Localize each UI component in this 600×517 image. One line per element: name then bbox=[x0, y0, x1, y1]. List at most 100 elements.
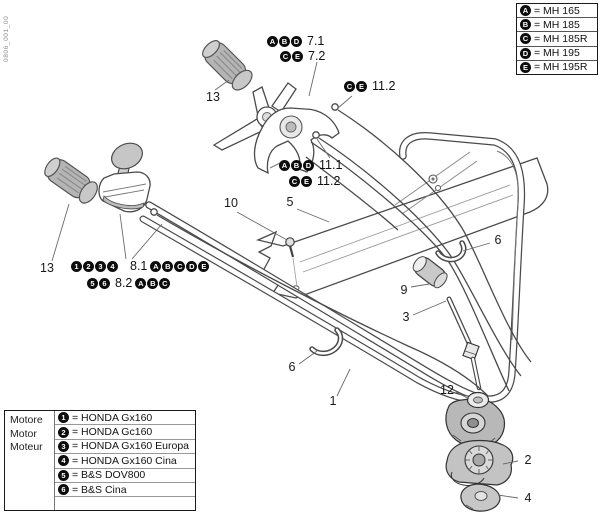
leader-lines bbox=[51, 61, 519, 499]
variant-badge: E bbox=[198, 260, 210, 272]
label-grip-top: 13 bbox=[206, 90, 220, 104]
model-badge: B bbox=[520, 19, 531, 31]
variant-badge: D bbox=[291, 35, 302, 47]
model-label: = MH 165 bbox=[534, 4, 580, 17]
engine-badge: 6 bbox=[58, 484, 69, 496]
model-badge: D bbox=[520, 47, 531, 59]
engine-legend-row: 2 = HONDA Gc160 bbox=[55, 425, 195, 440]
support-base-part bbox=[445, 439, 514, 486]
label-rod: 3 bbox=[402, 310, 410, 324]
model-legend-row: A = MH 165 bbox=[517, 4, 597, 19]
engine-badge: 5 bbox=[58, 469, 69, 481]
variant-badge: D bbox=[186, 260, 198, 272]
engine-legend-row-empty bbox=[55, 497, 195, 510]
engine-label: = B&S Cina bbox=[72, 483, 127, 496]
engine-legend-row: 5 = B&S DOV800 bbox=[55, 469, 195, 483]
model-legend: A = MH 165 B = MH 185 C = MH 185R D = MH… bbox=[516, 3, 598, 75]
part-ref: 7.1 bbox=[307, 34, 325, 48]
variant-badge: E bbox=[356, 80, 367, 92]
engine-legend-row: 6 = B&S Cina bbox=[55, 483, 195, 498]
variant-badge: C bbox=[344, 80, 355, 92]
engine-legend-title-line: Moteur bbox=[10, 441, 43, 453]
model-label: = MH 195R bbox=[534, 61, 588, 74]
label-bolt: 10 bbox=[224, 196, 238, 210]
engine-legend-title-line: Motore bbox=[10, 414, 43, 426]
cable-clamp-right bbox=[435, 240, 467, 263]
engine-label: = HONDA Gx160 Cina bbox=[72, 454, 177, 467]
variant-badge: A bbox=[267, 35, 278, 47]
tube-mount-bracket bbox=[445, 397, 506, 448]
engine-badge: 1 bbox=[71, 260, 82, 272]
model-legend-row: D = MH 195 bbox=[517, 47, 597, 61]
model-label: = MH 185 bbox=[534, 18, 580, 31]
model-badge: C bbox=[520, 33, 531, 45]
bolt-part bbox=[285, 237, 298, 288]
engine-legend-row: 3 = HONDA Gx160 Europa bbox=[55, 440, 195, 455]
variant-badge: D bbox=[303, 159, 314, 171]
handlebar-tube bbox=[139, 132, 526, 404]
callout-lever-row1: 1 2 3 4 8.1 A B C D E bbox=[71, 259, 210, 273]
model-legend-row: B = MH 185 bbox=[517, 18, 597, 33]
engine-label: = B&S DOV800 bbox=[72, 469, 146, 482]
drawing-number: 0806_001_00 bbox=[3, 15, 10, 62]
label-cover: 4 bbox=[524, 491, 532, 505]
part-ref: 8.1 bbox=[130, 259, 148, 273]
label-washer: 12 bbox=[440, 383, 454, 397]
label-clamp-left: 6 bbox=[288, 360, 296, 374]
cover-part bbox=[460, 483, 501, 512]
engine-badge: 4 bbox=[107, 260, 118, 272]
engine-label: = HONDA Gx160 bbox=[72, 411, 153, 424]
part-ref: 11.2 bbox=[372, 79, 396, 93]
engine-badge: 4 bbox=[58, 455, 69, 467]
callout-throttle-row1: A B D 7.1 bbox=[267, 34, 326, 48]
engine-legend-row: 1 = HONDA Gx160 bbox=[55, 411, 195, 426]
engine-badge: 2 bbox=[58, 426, 69, 438]
part-ref: 11.1 bbox=[319, 158, 343, 172]
callout-lever-row2: 5 6 8.2 A B C bbox=[87, 276, 171, 290]
variant-badge: C bbox=[159, 277, 171, 289]
throttle-lever-assembly bbox=[212, 82, 340, 175]
variant-badge: A bbox=[279, 159, 290, 171]
label-grip-left: 13 bbox=[40, 261, 54, 275]
model-badge: E bbox=[520, 61, 531, 73]
model-legend-row: C = MH 185R bbox=[517, 32, 597, 47]
callout-cable-top: C E 11.2 bbox=[344, 79, 397, 93]
engine-label: = HONDA Gc160 bbox=[72, 426, 153, 439]
washer-part bbox=[466, 391, 490, 409]
callout-cable-mid-row1: A B D 11.1 bbox=[279, 158, 344, 172]
rod-part bbox=[446, 296, 482, 391]
cable-clamp-left bbox=[309, 327, 344, 357]
model-legend-row: E = MH 195R bbox=[517, 61, 597, 74]
engine-badge: 3 bbox=[95, 260, 106, 272]
part-ref: 11.2 bbox=[317, 174, 341, 188]
part-ref: 7.2 bbox=[308, 49, 326, 63]
engine-badge: 1 bbox=[58, 412, 69, 424]
engine-badge: 3 bbox=[58, 440, 69, 452]
stop-lever-assembly bbox=[98, 142, 151, 213]
model-badge: A bbox=[520, 5, 531, 17]
variant-badge: B bbox=[162, 260, 174, 272]
label-end-cap: 9 bbox=[400, 283, 408, 297]
engine-legend-row: 4 = HONDA Gx160 Cina bbox=[55, 454, 195, 469]
variant-badge: E bbox=[301, 175, 312, 187]
engine-legend-title: Motore Motor Moteur bbox=[5, 411, 55, 510]
engine-legend-title-line: Motor bbox=[10, 427, 37, 440]
model-label: = MH 185R bbox=[534, 32, 588, 45]
engine-label: = HONDA Gx160 Europa bbox=[72, 440, 190, 453]
variant-badge: B bbox=[147, 277, 159, 289]
engine-legend: Motore Motor Moteur 1 = HONDA Gx160 2 = … bbox=[4, 410, 196, 511]
label-handlebar: 1 bbox=[329, 394, 337, 408]
label-support-base: 2 bbox=[524, 453, 532, 467]
variant-badge: C bbox=[280, 50, 291, 62]
engine-legend-rows: 1 = HONDA Gx160 2 = HONDA Gc160 3 = HOND… bbox=[55, 411, 195, 510]
part-ref: 8.2 bbox=[115, 276, 133, 290]
grip-top-part bbox=[202, 40, 253, 91]
label-clamp-right: 6 bbox=[494, 233, 502, 247]
engine-badge: 5 bbox=[87, 277, 98, 289]
model-label: = MH 195 bbox=[534, 47, 580, 60]
variant-badge: C bbox=[174, 260, 186, 272]
engine-badge: 2 bbox=[83, 260, 94, 272]
engine-badge: 6 bbox=[99, 277, 110, 289]
